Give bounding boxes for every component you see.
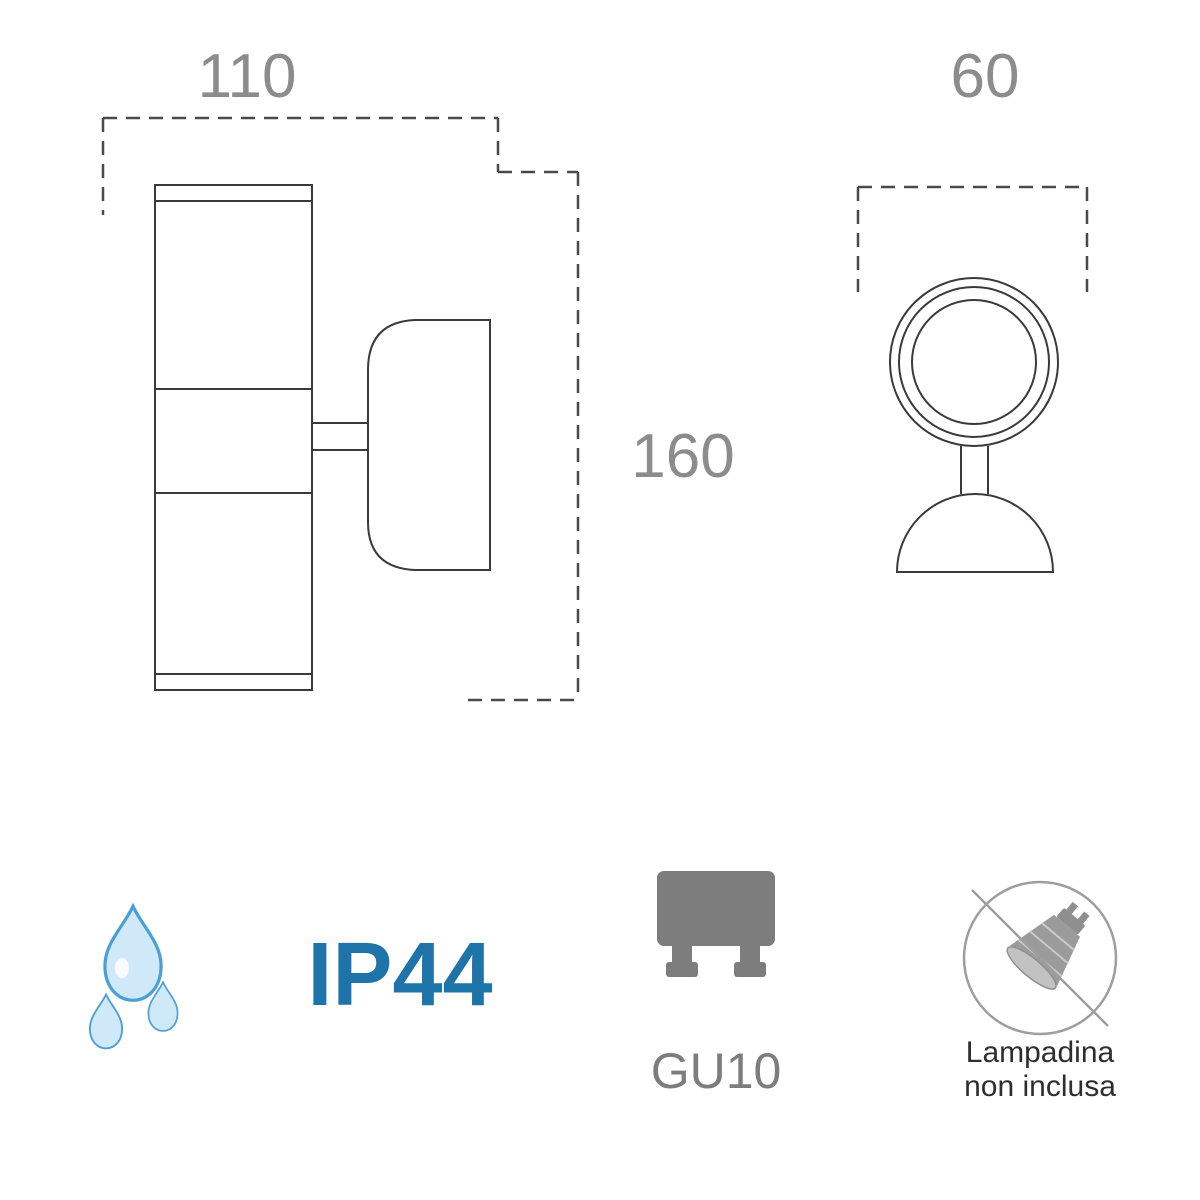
height-dimension-label: 160: [631, 422, 734, 491]
bulb-note-line1: Lampadina: [966, 1036, 1115, 1069]
bulb-body: [1009, 914, 1081, 986]
gu10-bulb-glyph: [1006, 901, 1090, 990]
depth-dimension-label: 60: [951, 42, 1020, 111]
front-view-drawing: 60: [856, 42, 1089, 573]
fixture-front-outer-ring: [889, 277, 1059, 447]
gu10-socket-body: [657, 871, 775, 946]
gu10-pin-left-stem: [672, 946, 692, 964]
water-drop-small-left: [88, 992, 124, 1050]
gu10-socket-icon: [657, 871, 775, 977]
water-drop-highlight: [115, 958, 129, 978]
fixture-front-middle-ring: [898, 286, 1050, 438]
gu10-pin-right-stem: [740, 946, 760, 964]
bulb-not-included-icon: [962, 880, 1118, 1036]
fixture-dome-base: [895, 493, 1055, 573]
water-drop-large: [103, 902, 163, 1002]
gu10-pin-right-foot: [734, 962, 766, 977]
bulb-base: [1057, 908, 1085, 935]
water-drop-small-right: [147, 980, 179, 1032]
ip44-rating-text: IP44: [307, 925, 492, 1025]
no-bulb-circle: [962, 880, 1118, 1036]
gu10-socket-label: GU10: [651, 1043, 782, 1099]
fixture-front-inner-ring: [911, 299, 1037, 425]
fixture-cylinder-body: [154, 184, 313, 691]
bulb-note-line2: non inclusa: [964, 1070, 1116, 1103]
width-dimension-label: 110: [198, 42, 297, 111]
wall-mount-plate: [367, 319, 491, 571]
gu10-pin-left-foot: [666, 962, 698, 977]
bulb-face: [1006, 946, 1057, 990]
crossed-out-line: [971, 889, 1109, 1027]
water-drops-icon: [88, 902, 179, 1050]
side-view-drawing: 110 160: [101, 42, 735, 702]
